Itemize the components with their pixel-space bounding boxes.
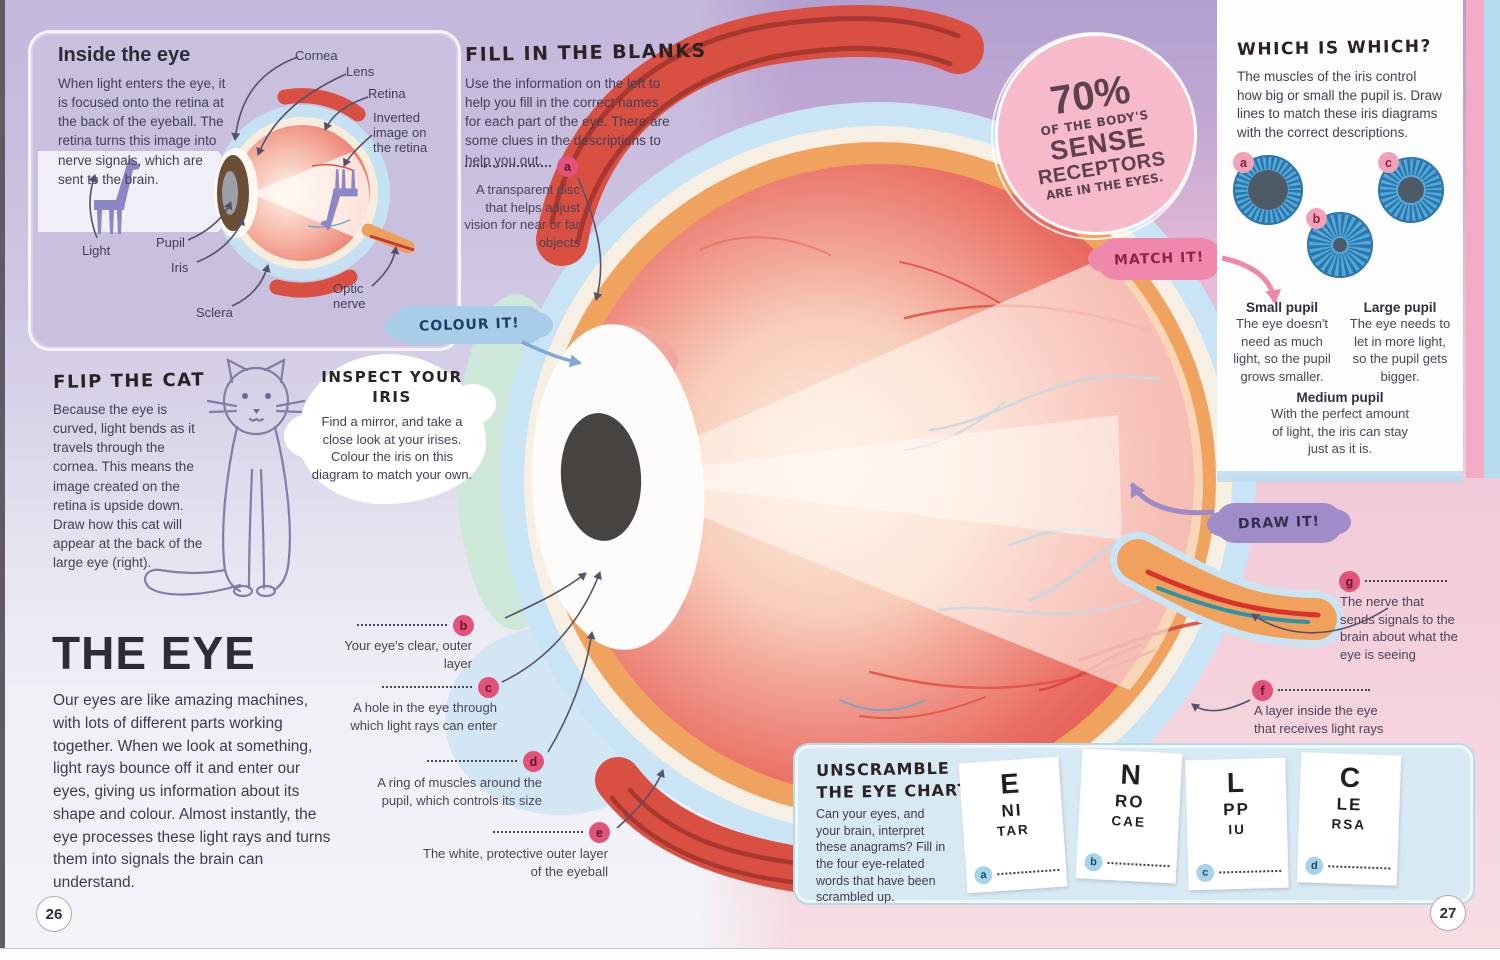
unscramble-body: Can your eyes, and your brain, interpret… <box>816 807 946 905</box>
clue-b-text: Your eye's clear, outer layer <box>344 638 472 671</box>
book-left-edge <box>0 0 5 948</box>
small-pupil-block: Small pupil The eye doesn't need as much… <box>1233 300 1331 384</box>
page-edge-pink-strip <box>1466 0 1488 478</box>
fact-percent: 70% <box>1046 67 1133 124</box>
flip-cat-body: Because the eye is curved, light bends a… <box>53 402 203 571</box>
label-iris: Iris <box>171 260 189 275</box>
clue-d-badge: d <box>523 751 544 772</box>
clue-g-dotted-line[interactable] <box>1365 580 1447 582</box>
label-light: Light <box>82 243 111 258</box>
fact-circle: 70% OF THE BODY'S SENSE RECEPTORS ARE IN… <box>995 33 1197 235</box>
clue-e-dotted-line[interactable] <box>493 831 583 833</box>
medium-pupil-block: Medium pupil With the perfect amount of … <box>1270 390 1409 457</box>
inspect-iris-body: Find a mirror, and take a close look at … <box>311 414 473 482</box>
clue-g-badge: g <box>1339 571 1360 592</box>
clue-f-text: A layer inside the eye that receives lig… <box>1254 703 1384 736</box>
label-optic-nerve: Optic nerve <box>333 281 366 311</box>
match-it-bubble: MATCH IT! <box>1088 238 1230 280</box>
draw-it-bubble: DRAW IT! <box>1207 503 1351 543</box>
iris-b-badge: b <box>1306 208 1327 229</box>
clue-c-badge: c <box>478 677 499 698</box>
card-c-answer-line[interactable] <box>1219 869 1282 874</box>
card-a-answer-line[interactable] <box>997 868 1060 876</box>
label-inverted-image: Inverted image on the retina <box>373 110 428 155</box>
eye-chart-card-a: E NI TAR a <box>958 756 1068 894</box>
label-lens: Lens <box>346 64 375 79</box>
card-b-answer-line[interactable] <box>1107 861 1170 868</box>
eye-chart-card-c: L PP IU c <box>1185 757 1289 891</box>
card-b-badge: b <box>1084 852 1103 872</box>
iris-c-badge: c <box>1378 152 1399 173</box>
panel-watercolor-edge <box>1217 471 1463 482</box>
iris-a-badge: a <box>1233 152 1254 173</box>
label-cornea: Cornea <box>295 48 338 63</box>
page-number-left: 26 <box>36 896 72 932</box>
page-number-right: 27 <box>1430 895 1466 931</box>
card-d-answer-line[interactable] <box>1328 865 1391 870</box>
clue-a-badge: a <box>557 156 578 177</box>
clue-c-dotted-line[interactable] <box>382 686 472 688</box>
clue-a-text: A transparent disc that helps adjust vis… <box>464 182 580 250</box>
clue-d-dotted-line[interactable] <box>427 760 517 762</box>
eye-chart-card-b: N RO CAE b <box>1075 748 1183 884</box>
book-bottom-edge <box>0 948 1500 960</box>
card-c-badge: c <box>1196 863 1215 883</box>
clue-d-text: A ring of muscles around the pupil, whic… <box>377 775 542 808</box>
clue-b-badge: b <box>453 615 474 636</box>
clue-c-text: A hole in the eye through which light ra… <box>350 700 497 733</box>
clue-b-dotted-line[interactable] <box>357 624 447 626</box>
large-pupil-block: Large pupil The eye needs to let in more… <box>1349 300 1451 384</box>
flip-cat-title: FLIP THE CAT <box>53 369 206 393</box>
clue-a-dotted-line[interactable] <box>465 165 551 167</box>
inspect-iris-title: INSPECT YOUR IRIS <box>321 368 463 406</box>
label-sclera: Sclera <box>196 305 233 320</box>
label-pupil: Pupil <box>156 235 185 250</box>
clue-f-badge: f <box>1252 680 1273 701</box>
page-edge-blue-strip <box>1484 0 1500 478</box>
page-intro: Our eyes are like amazing machines, with… <box>53 692 331 892</box>
inspect-iris-cloud: INSPECT YOUR IRIS Find a mirror, and tak… <box>284 354 496 504</box>
clue-g-text: The nerve that sends signals to the brai… <box>1340 594 1458 662</box>
inside-eye-title: Inside the eye <box>58 44 191 66</box>
fill-blanks-title: FILL IN THE BLANKS <box>465 39 707 66</box>
page-title: THE EYE <box>52 627 256 679</box>
which-is-which-body: The muscles of the iris control how big … <box>1237 69 1442 140</box>
eye-chart-card-d: C LE RSA d <box>1296 752 1402 886</box>
clue-f-dotted-line[interactable] <box>1278 689 1370 691</box>
clue-e-badge: e <box>589 822 610 843</box>
card-a-badge: a <box>973 865 994 885</box>
inside-eye-body: When light enters the eye, it is focused… <box>58 76 226 187</box>
which-is-which-title: WHICH IS WHICH? <box>1237 36 1433 60</box>
label-retina: Retina <box>368 86 406 101</box>
clue-e-text: The white, protective outer layer of the… <box>423 846 608 879</box>
card-d-badge: d <box>1305 856 1324 876</box>
colour-it-bubble: COLOUR IT! <box>385 306 553 344</box>
